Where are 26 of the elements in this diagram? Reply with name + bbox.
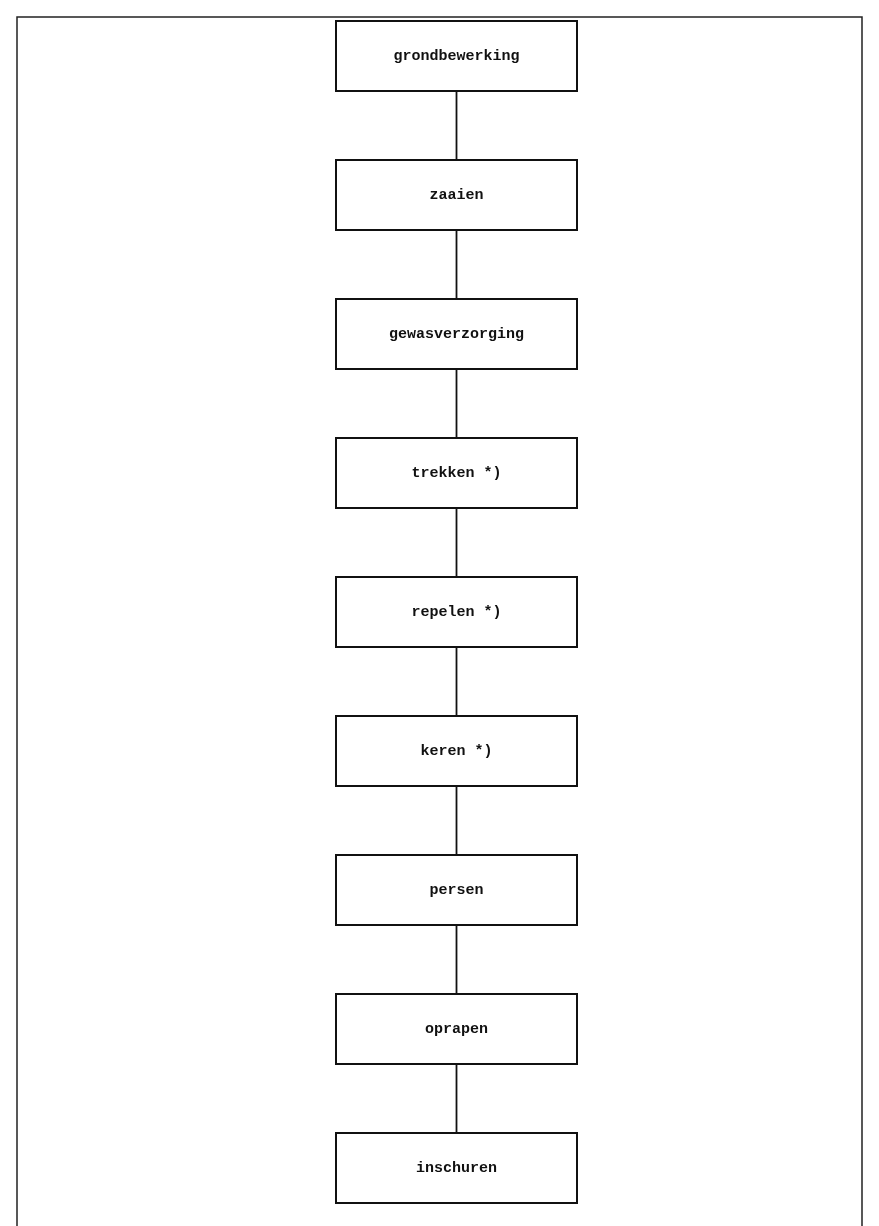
process-box: [335, 437, 578, 509]
process-box: [335, 715, 578, 787]
step-label: gewasverzorging: [389, 325, 524, 343]
connector-line: [455, 91, 458, 160]
process-box: [335, 298, 578, 370]
process-box: [335, 1132, 578, 1204]
process-box: [335, 20, 578, 92]
step-label: zaaien: [429, 186, 484, 204]
process-box: [335, 993, 578, 1065]
connector-line: [455, 369, 458, 438]
process-box: [335, 576, 578, 648]
connector-line: [455, 1064, 458, 1133]
connector-line: [455, 786, 458, 855]
step-label: oprapen: [425, 1020, 488, 1038]
connector-line: [455, 230, 458, 299]
step-label: repelen *): [411, 603, 502, 621]
connector-line: [455, 647, 458, 716]
connector-line: [455, 925, 458, 994]
connector-line: [455, 508, 458, 577]
step-label: inschuren: [416, 1159, 497, 1177]
process-box: [335, 854, 578, 926]
step-label: grondbewerking: [393, 47, 520, 65]
step-label: persen: [429, 881, 484, 899]
step-label: keren *): [420, 742, 493, 760]
process-box: [335, 159, 578, 231]
step-label: trekken *): [411, 464, 502, 482]
